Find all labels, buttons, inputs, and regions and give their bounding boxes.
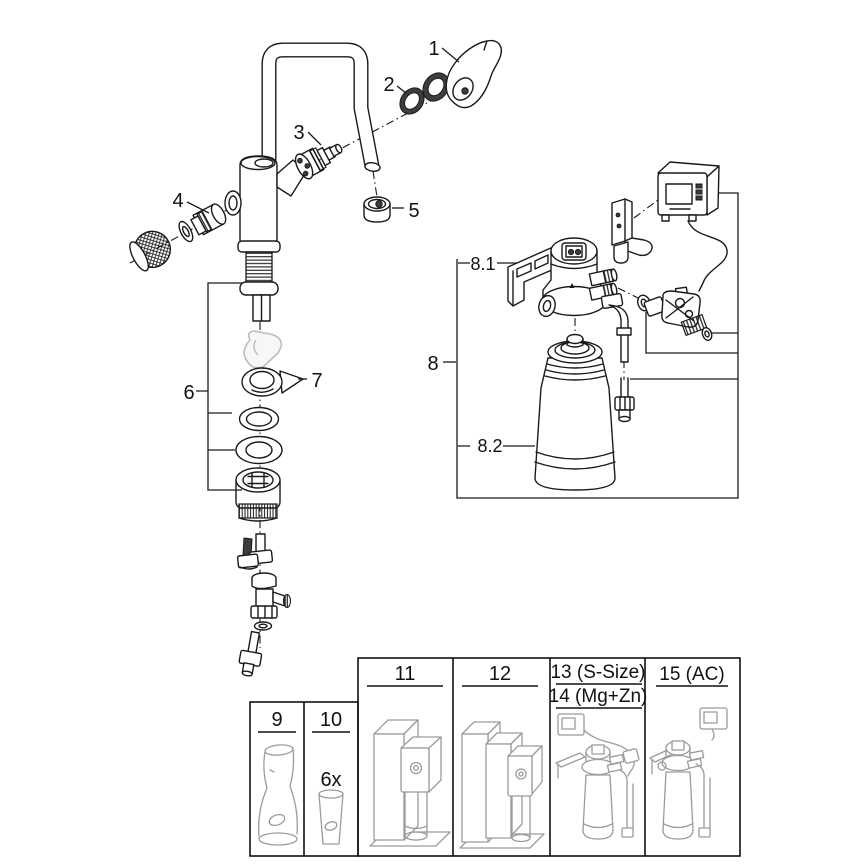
callout-7-label: 7 xyxy=(311,370,322,392)
col13-header: 13 (S-Size) xyxy=(550,662,645,683)
callout-5-label: 5 xyxy=(408,200,419,222)
filter-kit-13-14-art xyxy=(555,713,640,840)
faucet-body xyxy=(224,155,307,250)
col9-header: 9 xyxy=(271,709,282,731)
callout-6-label: 6 xyxy=(183,382,194,404)
supply-hose-pair xyxy=(236,533,274,570)
callout-leader-lines xyxy=(186,47,460,380)
col10-header: 10 xyxy=(320,709,342,731)
col15-header: 15 (AC) xyxy=(659,664,724,685)
controller-cable xyxy=(687,220,728,292)
accessory-table-right: 11 12 13 (S-Size) 14 (Mg+Zn) 15 (AC) xyxy=(357,657,741,857)
lower-hose-end xyxy=(238,630,263,677)
filter-unit-section: 8 8.1 8.2 xyxy=(427,161,739,499)
part-4-group xyxy=(129,203,227,272)
starter-kit-12-art xyxy=(459,721,545,849)
callout-8-box xyxy=(443,192,739,499)
outlet-elbow-hose xyxy=(600,292,635,423)
filter-head xyxy=(538,237,618,318)
accessory-table-left: 9 10 6x xyxy=(249,701,359,857)
col14-header: 14 (Mg+Zn) xyxy=(549,686,648,707)
part-3-cartridge xyxy=(294,143,343,180)
body-left-port xyxy=(224,190,242,216)
faucet-shank xyxy=(237,240,281,322)
callout-2-label: 2 xyxy=(383,74,394,96)
callout-8-2-label: 8.2 xyxy=(477,436,502,456)
callout-8-1-label: 8.1 xyxy=(470,254,495,274)
part-5-nut xyxy=(363,196,391,223)
lower-washer xyxy=(235,435,283,465)
part-2-rings xyxy=(399,72,450,115)
starter-kit-11-art xyxy=(369,719,451,847)
callout-1-label: 1 xyxy=(428,38,439,60)
mounting-nut xyxy=(235,467,281,522)
carafe-art xyxy=(258,744,298,846)
part-7-wing-nut xyxy=(241,367,304,397)
faucet-assembly: 1 2 3 4 5 6 7 xyxy=(129,38,503,677)
callout-8-label: 8 xyxy=(427,353,438,375)
part-1-handle xyxy=(445,39,503,109)
solenoid-valve xyxy=(643,286,713,341)
controller-display xyxy=(665,183,693,205)
callout-3-label: 3 xyxy=(293,122,304,144)
col12-header: 12 xyxy=(489,663,511,685)
glass-art xyxy=(318,789,344,845)
callout-6-bracket xyxy=(196,282,242,491)
controller-unit xyxy=(657,161,728,292)
t-fitting xyxy=(250,572,292,619)
filter-cartridge xyxy=(534,333,616,491)
callout-4-label: 4 xyxy=(172,190,183,212)
upper-washer xyxy=(238,406,280,432)
small-washer xyxy=(253,621,273,631)
faucet-spout xyxy=(261,42,381,172)
col11-header: 11 xyxy=(395,663,416,685)
filter-kit-15-art xyxy=(649,707,728,840)
col10-quantity: 6x xyxy=(320,769,341,791)
wall-bracket xyxy=(611,198,653,264)
valve-axis xyxy=(617,287,641,300)
ghost-clip xyxy=(243,330,283,369)
